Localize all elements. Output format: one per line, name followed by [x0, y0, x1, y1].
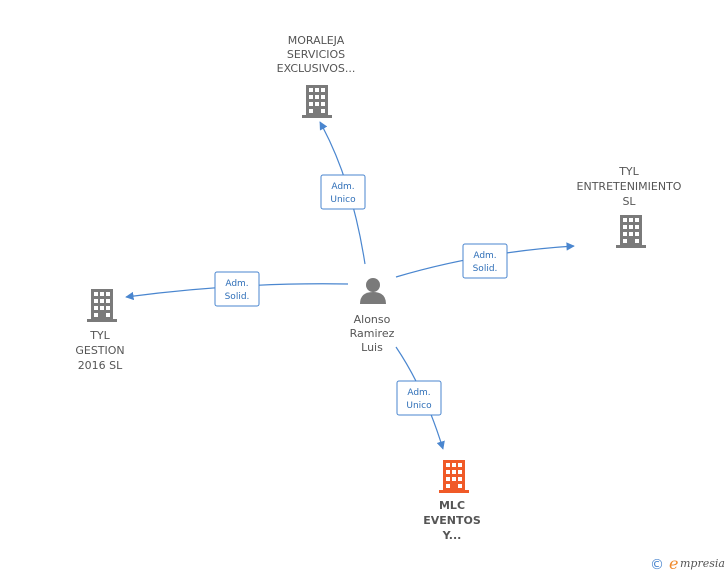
company-node-mlc-eventos[interactable]: MLC EVENTOS Y...	[423, 460, 481, 542]
role-line: Unico	[406, 401, 432, 411]
company-name-line: MORALEJA	[288, 34, 345, 47]
role-line: Unico	[330, 195, 356, 205]
building-icon	[87, 289, 117, 322]
person-icon	[360, 278, 386, 304]
brand-name: mpresia	[680, 557, 725, 570]
company-node-tyl-gestion[interactable]: TYL GESTION 2016 SL	[75, 289, 125, 372]
company-name-line: MLC	[439, 499, 465, 512]
building-icon	[616, 215, 646, 248]
company-name-line: TYL	[618, 165, 639, 178]
copyright-symbol: ©	[650, 557, 664, 573]
person-node[interactable]: Alonso Ramirez Luis	[350, 278, 395, 354]
role-line: Adm.	[225, 279, 248, 289]
role-badge-tyl-entretenimiento: Adm. Solid.	[462, 243, 508, 279]
building-icon	[302, 85, 332, 118]
company-node-moraleja[interactable]: MORALEJA SERVICIOS EXCLUSIVOS...	[277, 34, 356, 118]
company-name-line: TYL	[89, 329, 110, 342]
person-name-line: Ramirez	[350, 327, 395, 340]
person-name-line: Alonso	[354, 313, 391, 326]
person-name-line: Luis	[361, 341, 383, 354]
role-line: Solid.	[225, 292, 250, 302]
company-name-line: ENTRETENIMIENTO	[577, 180, 682, 193]
brand-logo: © e mpresia	[650, 554, 725, 573]
company-name-line: 2016 SL	[78, 359, 123, 372]
company-name-line: Y...	[442, 529, 462, 542]
brand-initial: e	[669, 554, 678, 573]
role-line: Adm.	[473, 251, 496, 261]
company-node-tyl-entretenimiento[interactable]: TYL ENTRETENIMIENTO SL	[577, 165, 682, 248]
role-line: Adm.	[407, 388, 430, 398]
company-name-line: SL	[622, 195, 636, 208]
role-badge-tyl-gestion: Adm. Solid.	[214, 271, 260, 307]
role-badge-mlc-eventos: Adm. Unico	[396, 380, 442, 416]
company-name-line: EXCLUSIVOS...	[277, 62, 356, 75]
building-icon	[439, 460, 469, 493]
role-badge-moraleja: Adm. Unico	[320, 174, 366, 210]
company-name-line: GESTION	[75, 344, 124, 357]
company-name-line: EVENTOS	[423, 514, 481, 527]
company-name-line: SERVICIOS	[287, 48, 345, 61]
role-line: Solid.	[473, 264, 498, 274]
role-line: Adm.	[331, 182, 354, 192]
